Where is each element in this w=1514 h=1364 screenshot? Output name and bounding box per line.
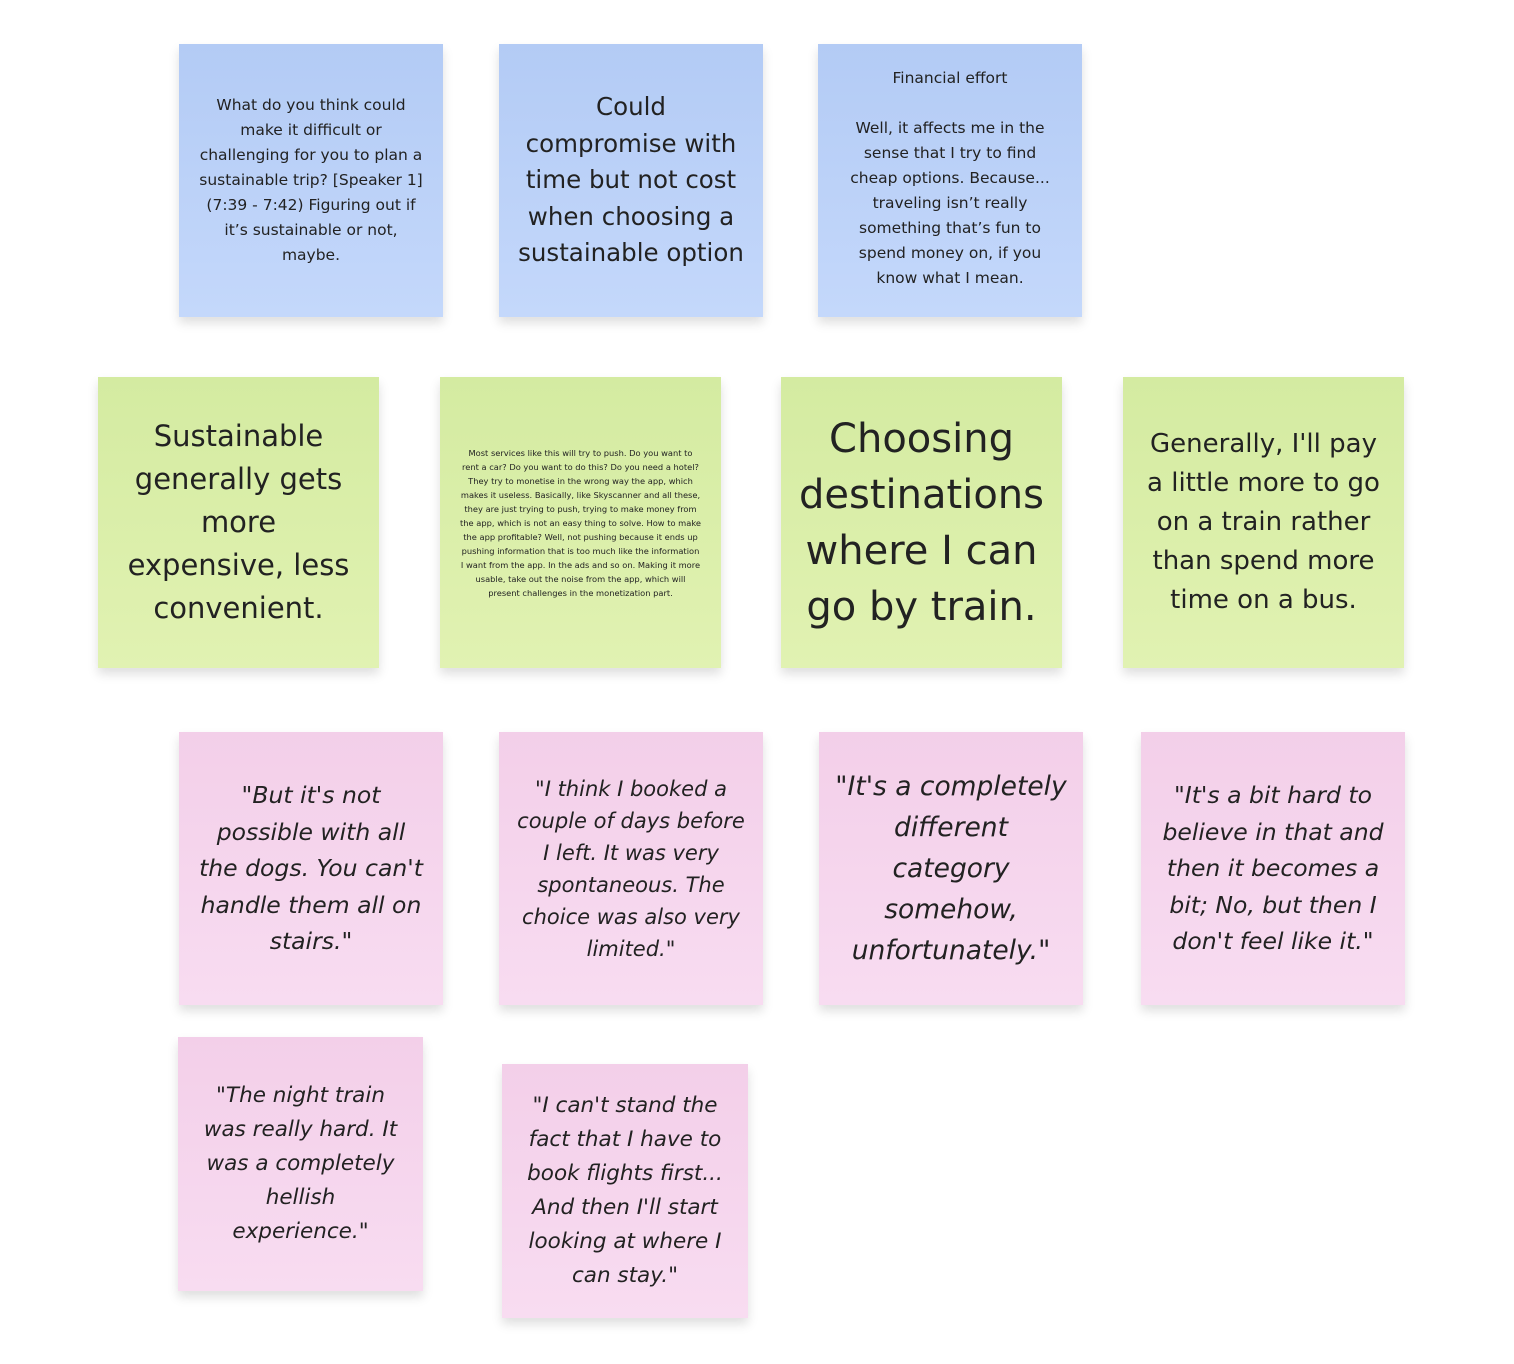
sticky-note[interactable]: Generally, I'll pay a little more to go … [1123,377,1404,668]
sticky-note[interactable]: "But it's not possible with all the dogs… [179,732,443,1005]
note-text: "But it's not possible with all the dogs… [199,781,423,956]
sticky-note[interactable]: "The night train was really hard. It was… [178,1037,423,1291]
note-text: Sustainable generally gets more expensiv… [127,419,350,625]
sticky-note[interactable]: "I can't stand the fact that I have to b… [502,1064,748,1318]
sticky-note[interactable]: "It's a bit hard to believe in that and … [1141,732,1405,1005]
sticky-note[interactable]: Sustainable generally gets more expensiv… [98,377,379,668]
note-text: Generally, I'll pay a little more to go … [1147,429,1380,615]
note-text: What do you think could make it difficul… [199,96,423,264]
sticky-note[interactable]: Financial effort Well, it affects me in … [818,44,1082,317]
note-text: Choosing destinations where I can go by … [799,415,1044,630]
sticky-note[interactable]: Choosing destinations where I can go by … [781,377,1062,668]
sticky-note[interactable]: Most services like this will try to push… [440,377,721,668]
sticky-note[interactable]: "It's a completely different category so… [819,732,1083,1005]
note-text: "It's a bit hard to believe in that and … [1162,781,1384,956]
note-text: "The night train was really hard. It was… [203,1083,398,1244]
sticky-note[interactable]: What do you think could make it difficul… [179,44,443,317]
note-text: Could compromise with time but not cost … [518,92,744,268]
sticky-note[interactable]: Could compromise with time but not cost … [499,44,763,317]
sticky-note[interactable]: "I think I booked a couple of days befor… [499,732,763,1005]
note-text: Financial effort Well, it affects me in … [850,69,1050,287]
note-text: "I think I booked a couple of days befor… [517,776,745,961]
note-text: "It's a completely different category so… [835,771,1067,966]
note-text: Most services like this will try to push… [460,447,701,598]
note-text: "I can't stand the fact that I have to b… [527,1093,723,1288]
